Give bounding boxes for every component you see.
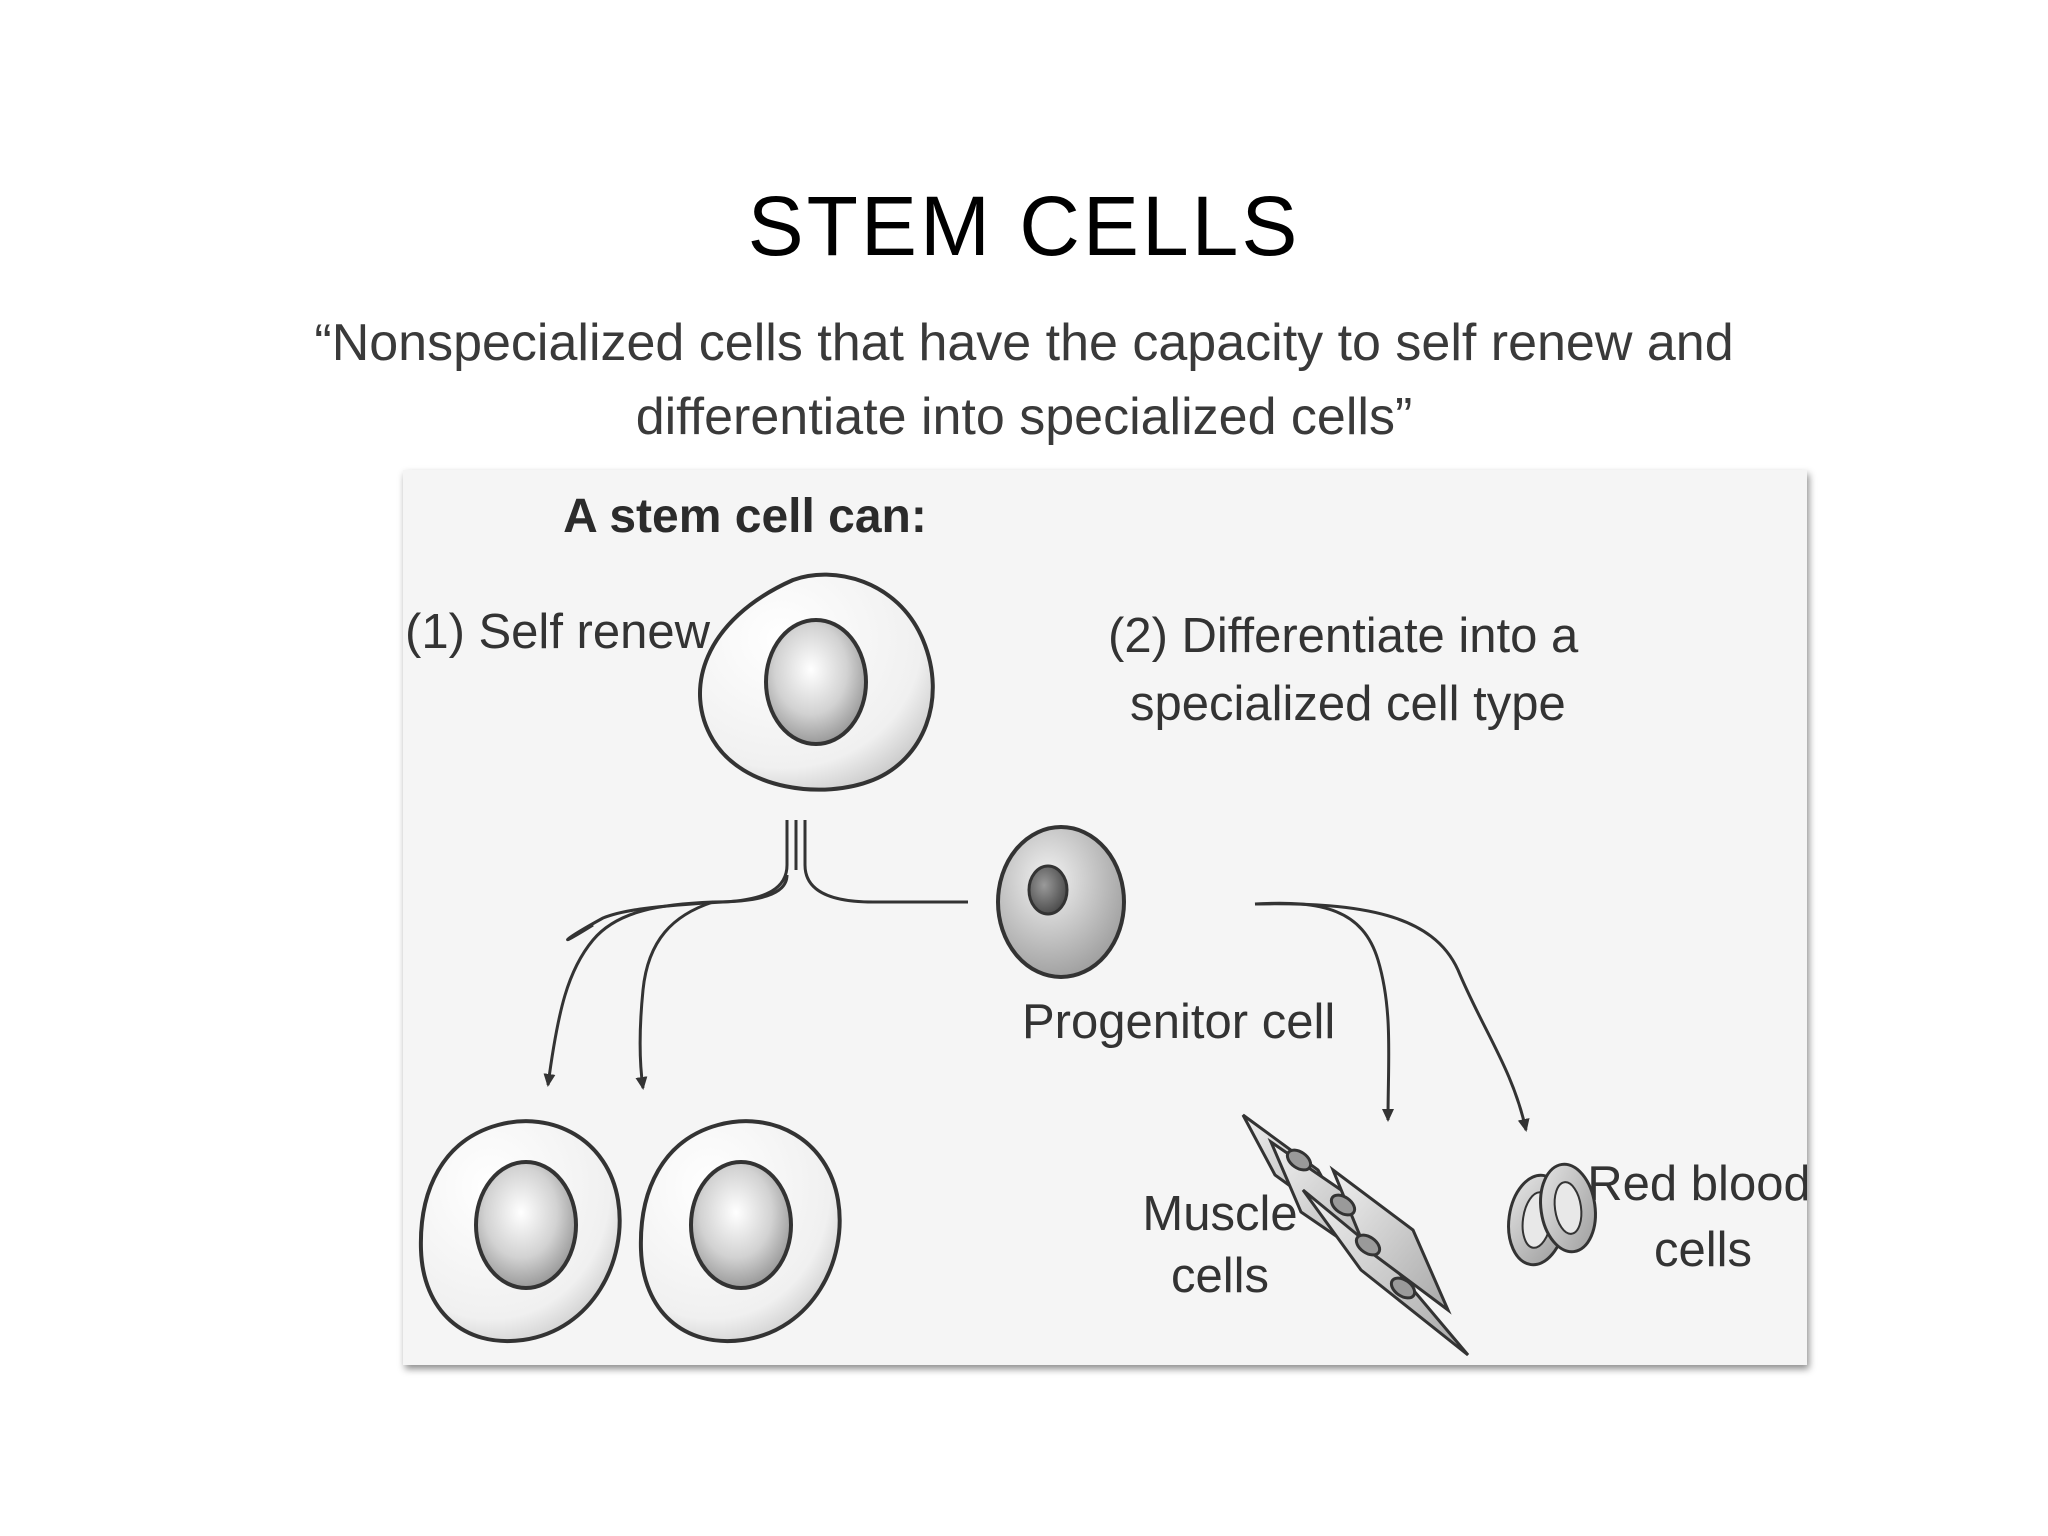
red-blood-cells-label-line-2: cells bbox=[1654, 1223, 1752, 1277]
progenitor-cell-label: Progenitor cell bbox=[1022, 995, 1335, 1049]
definition-line-1: “Nonspecialized cells that have the capa… bbox=[314, 314, 1734, 372]
self-renew-arrow-right bbox=[635, 900, 714, 1090]
branch-lines bbox=[566, 820, 968, 942]
red-blood-cell-arrow bbox=[1254, 902, 1530, 1132]
muscle-cells-icon bbox=[1241, 1113, 1470, 1357]
muscle-cells-label-line-2: cells bbox=[1171, 1249, 1269, 1303]
option-differentiate-line-1: (2) Differentiate into a bbox=[1108, 609, 1579, 663]
diagram-heading: A stem cell can: bbox=[563, 490, 927, 543]
option-self-renew: (1) Self renew or bbox=[405, 605, 767, 659]
self-renew-arrow-left bbox=[543, 874, 789, 1087]
stem-cell-icon bbox=[698, 572, 935, 792]
option-differentiate-line-2: specialized cell type bbox=[1130, 677, 1566, 731]
stem-cell-definition: “Nonspecialized cells that have the capa… bbox=[200, 306, 1848, 454]
definition-line-2: differentiate into specialized cells” bbox=[635, 388, 1413, 446]
daughter-stem-cell-icon bbox=[638, 1119, 842, 1344]
red-blood-cells-label-line-1: Red blood bbox=[1587, 1157, 1807, 1211]
progenitor-cell-icon bbox=[996, 825, 1126, 979]
red-blood-cells-icon bbox=[1507, 1162, 1597, 1267]
daughter-stem-cell-icon bbox=[418, 1119, 622, 1344]
muscle-cells-label-line-1: Muscle bbox=[1142, 1187, 1297, 1241]
stem-cell-diagram: A stem cell can: (1) Self renew or (2) D… bbox=[403, 470, 1807, 1365]
slide-title: STEM CELLS bbox=[747, 179, 1301, 273]
